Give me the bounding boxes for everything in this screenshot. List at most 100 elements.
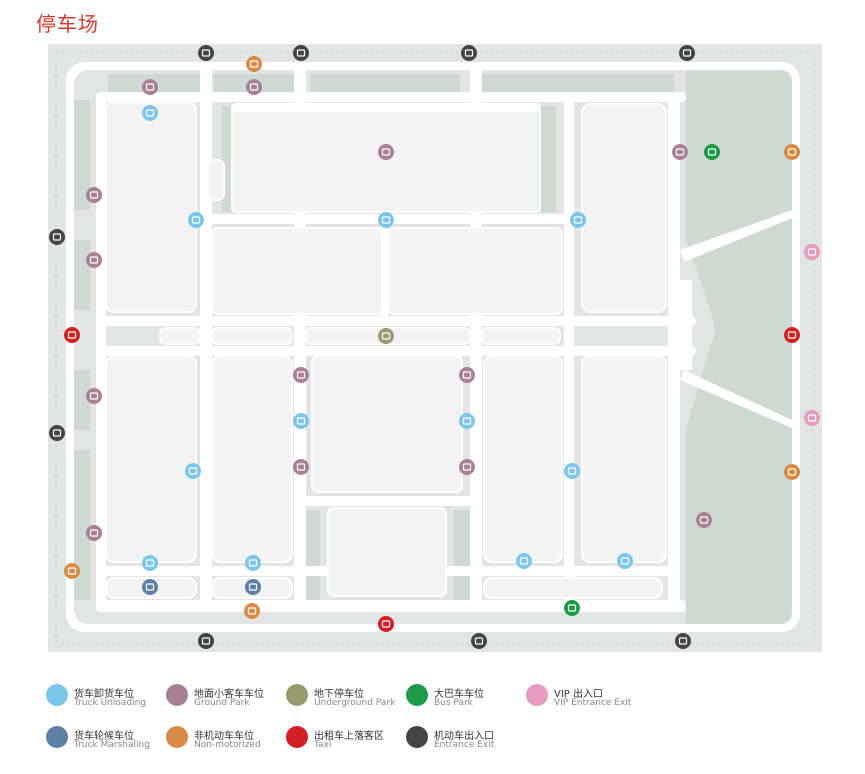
truck-unloading-icon-glyph	[296, 417, 306, 425]
entrance-exit-icon	[49, 229, 65, 245]
bicycle-icon	[784, 464, 800, 480]
truck-unloading-icon	[570, 212, 586, 228]
entrance-exit-icon-glyph	[296, 49, 306, 57]
truck-marshaling-icon	[46, 726, 68, 748]
legend-label-en: Taxi	[314, 740, 332, 750]
truck-marshaling-icon	[142, 579, 158, 595]
legend-label-zh: 大巴车车位	[434, 689, 484, 700]
ground-park-icon	[696, 512, 712, 528]
ground-park-icon-glyph	[145, 83, 155, 91]
truck-marshaling-icon-glyph	[248, 583, 258, 591]
truck-unloading-icon	[142, 105, 158, 121]
entrance-exit-icon	[198, 45, 214, 61]
legend-label-en: Underground Park	[314, 698, 396, 708]
bicycle-icon	[244, 603, 260, 619]
taxi-icon	[378, 616, 394, 632]
bicycle-icon	[64, 563, 80, 579]
bus-park-icon	[564, 600, 580, 616]
entrance-exit-icon	[461, 45, 477, 61]
legend-label-en: VIP Entrance Exit	[554, 698, 632, 708]
ground-park-icon	[246, 79, 262, 95]
ground-park-icon-glyph	[89, 256, 99, 264]
entrance-exit-icon-glyph	[474, 637, 484, 645]
underground-park-icon	[378, 328, 394, 344]
ground-park-icon-glyph	[462, 371, 472, 379]
truck-unloading-icon	[185, 463, 201, 479]
truck-unloading-icon-glyph	[145, 559, 155, 567]
legend-label-zh: 地面小客车车位	[194, 689, 264, 700]
taxi-icon-glyph	[381, 620, 391, 628]
legend-label-zh: 机动车出入口	[434, 731, 494, 742]
truck-unloading-icon-glyph	[620, 557, 630, 565]
truck-marshaling-icon-glyph	[145, 583, 155, 591]
map-legend: 货车卸货车位 Truck Unloading 地面小客车车位 Ground Pa…	[46, 684, 846, 764]
truck-marshaling-icon	[245, 579, 261, 595]
taxi-icon-glyph	[787, 331, 797, 339]
page-title: 停车场	[36, 12, 99, 36]
legend-label-zh: 地下停车位	[314, 689, 364, 700]
vip-entrance-icon	[526, 684, 548, 706]
ground-park-icon-glyph	[462, 463, 472, 471]
vip-entrance-icon-glyph	[807, 248, 817, 256]
bicycle-icon	[166, 726, 188, 748]
taxi-icon	[286, 726, 308, 748]
ground-park-icon-glyph	[381, 148, 391, 156]
bicycle-icon-glyph	[249, 60, 259, 68]
ground-park-icon	[672, 144, 688, 160]
ground-park-icon-glyph	[249, 83, 259, 91]
entrance-exit-icon	[675, 633, 691, 649]
taxi-icon	[64, 327, 80, 343]
bus-park-icon-glyph	[707, 148, 717, 156]
legend-label-zh: 货车卸货车位	[74, 689, 134, 700]
entrance-exit-icon	[293, 45, 309, 61]
ground-park-icon-glyph	[89, 529, 99, 537]
truck-unloading-icon-glyph	[248, 559, 258, 567]
entrance-exit-icon-glyph	[464, 49, 474, 57]
legend-label-en: Truck Unloading	[74, 698, 147, 708]
truck-unloading-icon	[188, 212, 204, 228]
ground-park-icon	[86, 525, 102, 541]
entrance-exit-icon	[49, 425, 65, 441]
truck-unloading-icon-glyph	[573, 216, 583, 224]
ground-park-icon-glyph	[675, 148, 685, 156]
entrance-exit-icon	[471, 633, 487, 649]
bicycle-icon-glyph	[787, 148, 797, 156]
truck-unloading-icon-glyph	[519, 557, 529, 565]
ground-park-icon-glyph	[89, 191, 99, 199]
truck-unloading-icon-glyph	[191, 216, 201, 224]
truck-unloading-icon	[293, 413, 309, 429]
legend-label-zh: VIP 出入口	[554, 689, 603, 700]
ground-park-icon-glyph	[89, 392, 99, 400]
entrance-exit-icon-glyph	[52, 429, 62, 437]
ground-park-icon	[86, 388, 102, 404]
ground-park-icon-glyph	[296, 463, 306, 471]
truck-unloading-icon	[516, 553, 532, 569]
bus-park-icon	[704, 144, 720, 160]
ground-park-icon	[459, 459, 475, 475]
vip-entrance-icon-glyph	[807, 414, 817, 422]
bicycle-icon-glyph	[247, 607, 257, 615]
legend-label-zh: 出租车上落客区	[314, 731, 384, 742]
ground-park-icon	[166, 684, 188, 706]
ground-park-icon	[86, 252, 102, 268]
vip-entrance-icon	[804, 410, 820, 426]
ground-park-icon	[459, 367, 475, 383]
bicycle-icon	[784, 144, 800, 160]
ground-park-icon-glyph	[296, 371, 306, 379]
ground-park-icon	[86, 187, 102, 203]
ground-park-icon	[293, 459, 309, 475]
truck-unloading-icon	[564, 463, 580, 479]
legend-label-en: Entrance Exit	[434, 740, 495, 750]
truck-unloading-icon-glyph	[462, 417, 472, 425]
entrance-exit-icon-glyph	[678, 637, 688, 645]
bus-park-icon	[406, 684, 428, 706]
truck-unloading-icon	[46, 684, 68, 706]
truck-unloading-icon	[378, 212, 394, 228]
ground-park-icon	[378, 144, 394, 160]
legend-label-zh: 货车轮候车位	[74, 731, 134, 742]
taxi-icon-glyph	[67, 331, 77, 339]
truck-unloading-icon-glyph	[567, 467, 577, 475]
bicycle-icon-glyph	[67, 567, 77, 575]
taxi-icon	[784, 327, 800, 343]
legend-label-en: Ground Park	[194, 698, 250, 708]
